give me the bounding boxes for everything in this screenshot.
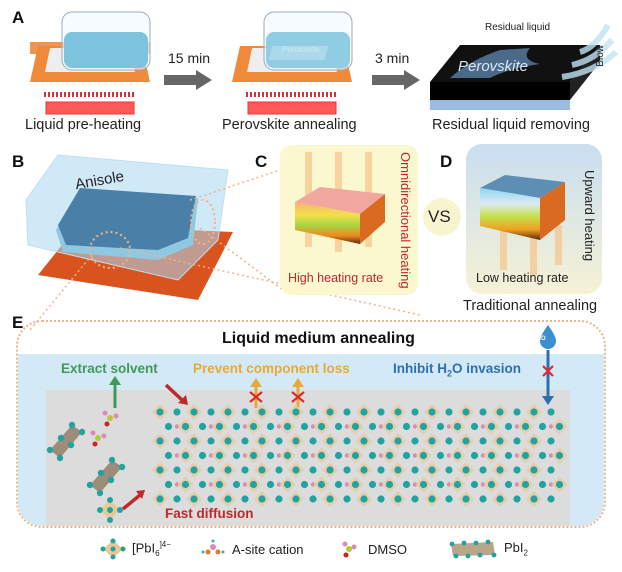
panel-e-title: Liquid medium annealing: [222, 330, 415, 347]
legend-dmso-label: DMSO: [368, 541, 407, 557]
panel-c-letter: C: [255, 152, 268, 171]
high-heating-rate-label: High heating rate: [288, 271, 384, 285]
dmso-molecule-icon: [342, 541, 357, 558]
prevent-component-loss-label: Prevent component loss: [193, 361, 350, 376]
arrow-right-icon: [164, 70, 212, 90]
low-heating-rate-label: Low heating rate: [476, 271, 569, 285]
omnidirectional-heating-block: [295, 152, 385, 252]
inhibit-h2o-label: Inhibit H2O invasion: [393, 361, 522, 379]
panel-d-letter: D: [440, 152, 453, 171]
arrow-right-icon: [372, 70, 420, 90]
omnidirectional-heating-label: Omnidirectional heating: [398, 152, 413, 289]
panel-a-letter: A: [12, 8, 25, 27]
upward-heating-label: Upward heating: [582, 170, 597, 262]
step-3-caption: Residual liquid removing: [432, 117, 590, 133]
vs-label: VS: [428, 207, 451, 226]
perovskite-film: [58, 188, 196, 250]
h2o-droplet-label: H₂O: [534, 336, 546, 342]
arrow-2-label: 3 min: [375, 50, 410, 66]
substrate-glass: [430, 100, 570, 110]
perovskite-substrate: [430, 23, 619, 110]
fast-diffusion-label: Fast diffusion: [165, 506, 254, 521]
legend-item-a-site-cation: A-site cation: [200, 538, 304, 560]
pbi2-chain-icon: [449, 539, 497, 559]
residual-liquid-area: [450, 48, 540, 78]
a-site-cation-icon: [201, 539, 225, 555]
faint-perovskite-label: Perovskite: [282, 45, 320, 54]
step-2-caption: Perovskite annealing: [222, 117, 357, 133]
film-region: [46, 390, 570, 526]
hotplate-preheating: [30, 11, 151, 115]
pbi6-octahedron-icon: [100, 538, 126, 560]
upward-heating-block: [480, 175, 565, 275]
substrate-side: [430, 82, 570, 100]
liquid-medium-annealing-box: [16, 320, 606, 528]
legend-item-pbi6: [PbI6]4−: [100, 538, 171, 560]
blow-label: Blow: [595, 45, 606, 67]
residual-liquid-label: Residual liquid: [485, 22, 551, 33]
legend-item-pbi2: PbI2: [448, 538, 528, 560]
heater-element: [45, 101, 135, 115]
beaker-liquid: [64, 32, 148, 68]
legend-item-dmso: DMSO: [338, 538, 407, 560]
heater-coils: [44, 92, 136, 97]
anisole-film-illustration: [25, 154, 233, 300]
arrow-1-label: 15 min: [168, 50, 211, 66]
perovskite-label: Perovskite: [458, 58, 529, 75]
legend-a-site-label: A-site cation: [232, 541, 304, 557]
panel-b-letter: B: [12, 152, 25, 171]
panel-e-letter: E: [12, 313, 24, 332]
vs-badge: [423, 198, 461, 236]
legend-pbi2-label: PbI2: [504, 540, 528, 558]
step-1-caption: Liquid pre-heating: [25, 117, 142, 133]
extract-solvent-label: Extract solvent: [61, 361, 158, 376]
legend-pbi6-label: [PbI6]4−: [132, 540, 171, 558]
traditional-annealing-caption: Traditional annealing: [463, 298, 598, 314]
hotplate-annealing: [232, 11, 353, 115]
